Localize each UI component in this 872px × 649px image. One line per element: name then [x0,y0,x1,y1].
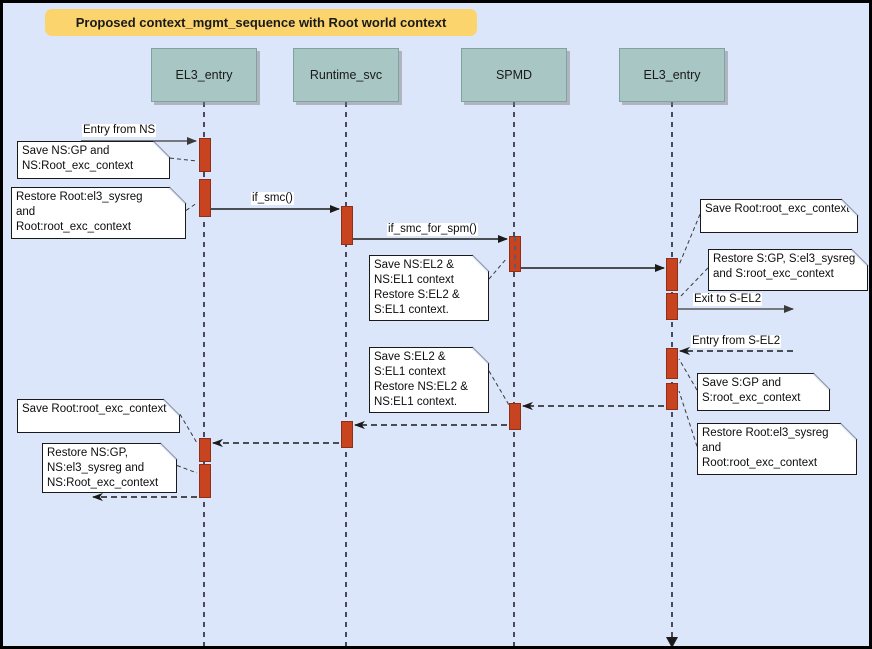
note-text: Save Root:root_exc_context [705,203,850,215]
activation-bar-runtime_svc [341,206,353,245]
note-save-s-gp: Save S:GP and S:root_exc_context [697,373,830,411]
note-connector [176,465,198,474]
note-save-s-el2: Save S:EL2 & S:EL1 context Restore NS:EL… [369,347,489,413]
note-save-ns-gp: Save NS:GP and NS:Root_exc_context [17,141,170,179]
note-text: Save NS:EL2 & NS:EL1 context Restore S:E… [374,259,460,316]
note-text: Restore Root:el3_sysreg and Root:root_ex… [702,427,829,469]
diagram-vector-layer [81,102,869,646]
message-label-if-smc: if_smc() [251,192,294,205]
note-text: Save S:EL2 & S:EL1 context Restore NS:EL… [374,351,468,408]
participant-spmd[interactable]: SPMD [461,48,567,102]
message-label-if-smc-spm: if_smc_for_spm() [387,223,478,236]
note-text: Restore Root:el3_sysreg and Root:root_ex… [16,191,143,233]
message-label-exit-sel2: Exit to S-EL2 [693,293,763,306]
note-connector [179,414,198,444]
participant-label: EL3_entry [643,68,701,82]
note-restore-root-r: Restore Root:el3_sysreg and Root:root_ex… [697,423,857,475]
note-restore-ns-gp: Restore NS:GP, NS:el3_sysreg and NS:Root… [42,443,177,493]
note-restore-s-gp: Restore S:GP, S:el3_sysreg and S:root_ex… [708,249,868,291]
activation-bar-spmd [509,236,521,272]
message-arrows-group [81,137,794,502]
activation-bar-el3_right [666,293,678,320]
note-text: Save Root:root_exc_context [22,403,167,415]
participant-el3_left[interactable]: EL3_entry [151,48,257,102]
participant-label: EL3_entry [175,68,233,82]
note-text: Restore NS:GP, NS:el3_sysreg and NS:Root… [47,447,159,489]
note-restore-root-el3: Restore Root:el3_sysreg and Root:root_ex… [11,187,186,239]
note-save-root-exc-r: Save Root:root_exc_context [700,199,858,233]
activation-bar-runtime_svc [341,421,353,448]
note-text: Save S:GP and S:root_exc_context [702,377,801,404]
note-connector [678,390,698,447]
note-connector [488,257,508,280]
diagram-title-banner: Proposed context_mgmt_sequence with Root… [45,9,477,36]
note-text: Save NS:GP and NS:Root_exc_context [22,145,134,172]
activation-bar-el3_right [666,348,678,379]
note-save-ns-el2: Save NS:EL2 & NS:EL1 context Restore S:E… [369,255,489,321]
activation-bar-spmd [509,403,521,430]
note-connector [678,214,701,266]
note-text: Restore S:GP, S:el3_sysreg and S:root_ex… [713,253,856,280]
activation-bar-el3_right [666,258,678,291]
participant-runtime_svc[interactable]: Runtime_svc [293,48,399,102]
lifeline-end-arrow-el3_right [666,637,678,646]
message-label-entry-sel2: Entry from S-EL2 [691,335,782,348]
note-connector [169,157,198,162]
activation-bar-el3_left [199,138,211,172]
activation-bar-el3_left [199,464,211,498]
note-connector [678,358,698,391]
activation-bar-el3_left [199,438,211,462]
note-connector [488,370,510,406]
participant-label: Runtime_svc [309,68,383,82]
participant-el3_right[interactable]: EL3_entry [619,48,725,102]
note-save-root-exc-l: Save Root:root_exc_context [17,399,180,433]
message-label-entry-ns: Entry from NS [82,124,157,137]
activation-bar-el3_right [666,383,678,410]
activation-bar-el3_left [199,179,211,217]
note-connector [185,202,198,211]
participant-label: SPMD [495,68,533,82]
